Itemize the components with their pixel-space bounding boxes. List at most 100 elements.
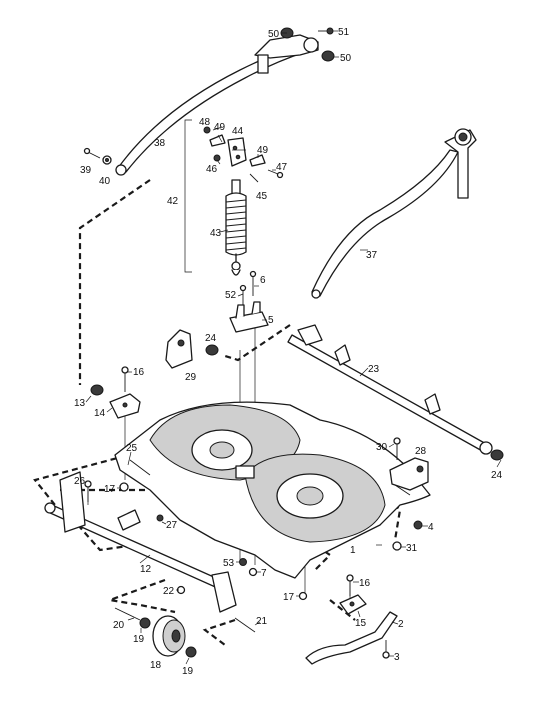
- bushing-50-right: [321, 50, 335, 62]
- bolt-47: [267, 169, 284, 179]
- bolt-3: [382, 640, 390, 659]
- callout-30: 30: [376, 442, 388, 453]
- bolt-21: [234, 617, 256, 633]
- callout-53: 53: [223, 558, 235, 569]
- callout-21: 21: [256, 616, 268, 627]
- callout-50-top: 50: [268, 29, 280, 40]
- callout-28: 28: [415, 446, 427, 457]
- callout-13: 13: [74, 398, 86, 409]
- callout-16-upper: 16: [133, 367, 145, 378]
- callout-42: 42: [167, 196, 179, 207]
- bushing-19-right: [185, 646, 197, 658]
- baffle-2: [305, 611, 398, 665]
- callout-22: 22: [163, 586, 175, 597]
- callout-23: 23: [368, 364, 380, 375]
- clip-49-right: [249, 154, 266, 167]
- nut-46: [213, 154, 221, 162]
- callout-1: 1: [350, 545, 356, 556]
- nut-53: [239, 558, 247, 566]
- callout-24-left: 24: [205, 333, 217, 344]
- callout-24-right: 24: [491, 470, 503, 481]
- wheel-18: [152, 615, 186, 657]
- bolt-16-lower: [346, 574, 354, 596]
- washer-17-upper: [119, 482, 129, 492]
- shaft-23: [287, 324, 493, 455]
- mower-deck-1: [114, 401, 431, 579]
- axle-12: [44, 471, 237, 613]
- bushing-13: [90, 384, 104, 396]
- callout-51: 51: [338, 27, 350, 38]
- callout-labels: 50 51 50 38 39 40 48 49 44 49 46 47 42 4…: [74, 27, 503, 677]
- spring-bracket-group-42: [184, 119, 192, 273]
- nut-4: [413, 520, 423, 530]
- bracket-29: [165, 329, 193, 369]
- callout-7: 7: [261, 568, 267, 579]
- leader-lines: [85, 30, 502, 665]
- callout-39: 39: [80, 165, 92, 176]
- bracket-44: [227, 137, 247, 167]
- callout-27: 27: [166, 520, 178, 531]
- callout-17-upper: 17: [104, 484, 116, 495]
- bracket-25: [117, 509, 141, 531]
- spring-43: [225, 179, 247, 276]
- callout-3: 3: [394, 652, 400, 663]
- callout-40: 40: [99, 176, 111, 187]
- bolt-45: [249, 173, 259, 183]
- callout-49-left: 49: [214, 122, 226, 133]
- callout-20: 20: [113, 620, 125, 631]
- callout-29: 29: [185, 372, 197, 383]
- callout-5: 5: [268, 315, 274, 326]
- nut-27: [156, 514, 164, 522]
- callout-50-right: 50: [340, 53, 352, 64]
- callout-52: 52: [225, 290, 237, 301]
- bracket-28: [389, 457, 429, 491]
- callout-44: 44: [232, 126, 244, 137]
- callout-26: 26: [74, 476, 86, 487]
- washer-40: [102, 155, 112, 165]
- bracket-5: [229, 301, 269, 333]
- callout-19-left: 19: [133, 634, 145, 645]
- nut-48: [203, 126, 211, 134]
- bolt-16-upper: [121, 366, 129, 392]
- clip-49-left: [209, 134, 226, 147]
- lift-arm-38: [115, 34, 319, 176]
- washer-7: [248, 567, 258, 577]
- callout-15: 15: [355, 618, 367, 629]
- bracket-15: [339, 594, 367, 615]
- callout-4: 4: [428, 522, 434, 533]
- callout-16-lower: 16: [359, 578, 371, 589]
- callout-25: 25: [126, 443, 138, 454]
- washer-31: [392, 541, 402, 551]
- callout-43: 43: [210, 228, 222, 239]
- callout-18: 18: [150, 660, 162, 671]
- bolt-39: [83, 147, 101, 159]
- bushing-24-right: [490, 449, 504, 461]
- bolt-6: [249, 270, 257, 296]
- callout-2: 2: [398, 619, 404, 630]
- washer-17-lower: [298, 591, 308, 601]
- callout-37: 37: [366, 250, 378, 261]
- bracket-14: [109, 393, 141, 419]
- bolt-52: [239, 284, 247, 305]
- callout-38: 38: [154, 138, 166, 149]
- bolt-30: [393, 437, 401, 460]
- callout-47: 47: [276, 162, 288, 173]
- callout-6: 6: [260, 275, 266, 286]
- bushing-24-left: [205, 344, 219, 356]
- bushing-19-left: [139, 617, 151, 629]
- callout-48: 48: [199, 117, 211, 128]
- callout-46: 46: [206, 164, 218, 175]
- screw-51: [318, 27, 334, 35]
- callout-45: 45: [256, 191, 268, 202]
- callout-31: 31: [406, 543, 418, 554]
- spacer-20: [114, 607, 141, 621]
- callout-19-right: 19: [182, 666, 194, 677]
- lift-arm-37: [311, 128, 477, 299]
- callout-17-lower: 17: [283, 592, 295, 603]
- bolt-26: [84, 480, 92, 502]
- callout-12: 12: [140, 564, 152, 575]
- callout-49-right: 49: [257, 145, 269, 156]
- callout-14: 14: [94, 408, 106, 419]
